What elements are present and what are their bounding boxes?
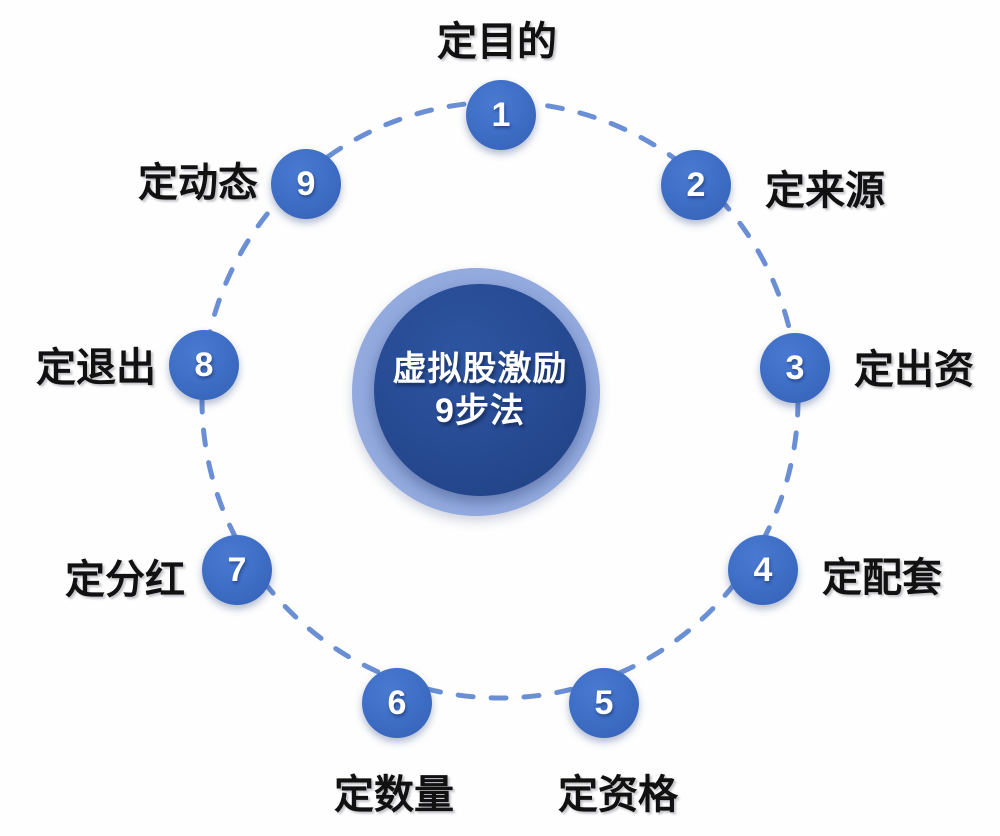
step-number-4: 4: [753, 551, 773, 589]
step-node-6[interactable]: 6: [362, 668, 432, 738]
step-node-5[interactable]: 5: [569, 668, 639, 738]
step-label-6: 定数量: [334, 773, 454, 817]
step-number-7: 7: [227, 551, 247, 589]
step-node-1[interactable]: 1: [466, 80, 536, 150]
step-label-3: 定出资: [854, 348, 974, 392]
step-node-7[interactable]: 7: [202, 535, 272, 605]
step-number-3: 3: [785, 349, 805, 387]
step-number-8: 8: [194, 346, 214, 384]
step-label-9: 定动态: [138, 161, 258, 205]
step-label-5: 定资格: [558, 773, 678, 817]
center-title-line-1: 虚拟股激励: [392, 349, 568, 388]
step-label-8: 定退出: [36, 346, 156, 390]
center-title-line-2: 9步法: [435, 392, 525, 430]
step-node-2[interactable]: 2: [661, 150, 731, 220]
step-node-4[interactable]: 4: [728, 535, 798, 605]
step-label-1: 定目的: [437, 20, 557, 64]
step-label-4: 定配套: [822, 556, 942, 600]
step-number-6: 6: [387, 684, 407, 722]
step-number-1: 1: [491, 96, 511, 134]
step-node-3[interactable]: 3: [760, 333, 830, 403]
step-node-8[interactable]: 8: [169, 330, 239, 400]
step-label-7: 定分红: [65, 558, 185, 602]
step-number-9: 9: [296, 165, 316, 203]
center-hub: 虚拟股激励 9步法: [374, 284, 586, 496]
step-node-9[interactable]: 9: [271, 149, 341, 219]
step-label-2: 定来源: [765, 169, 885, 213]
step-number-2: 2: [686, 166, 706, 204]
step-number-5: 5: [594, 684, 614, 722]
